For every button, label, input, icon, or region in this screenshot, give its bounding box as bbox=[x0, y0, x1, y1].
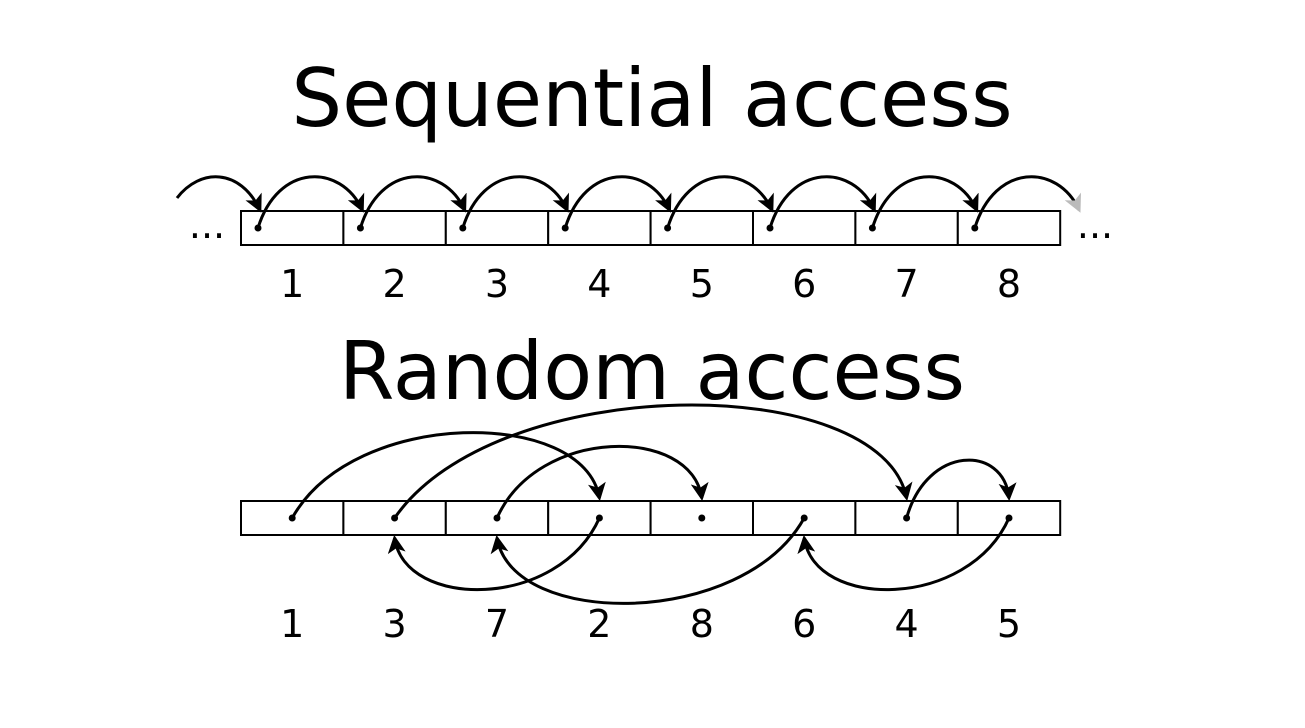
sequential-ellipsis-right: ... bbox=[1077, 203, 1113, 247]
sequential-next-arrow bbox=[768, 175, 877, 229]
random-forward-arrow bbox=[393, 403, 913, 519]
sequential-next-arrow bbox=[461, 175, 569, 229]
random-cell-label: 2 bbox=[587, 602, 611, 646]
random-forward-arrow bbox=[905, 458, 1017, 519]
sequential-next-arrow bbox=[563, 175, 672, 229]
sequential-outgoing-arrow bbox=[973, 175, 1081, 229]
sequential-cell-label: 6 bbox=[792, 262, 816, 306]
random-cell-label: 1 bbox=[280, 602, 304, 646]
sequential-next-arrow bbox=[870, 175, 979, 229]
random-backward-arrow bbox=[387, 517, 601, 592]
sequential-cell-label: 5 bbox=[690, 262, 714, 306]
random-cell-label: 5 bbox=[997, 602, 1021, 646]
random-cell-label: 6 bbox=[792, 602, 816, 646]
sequential-cell-label: 3 bbox=[485, 262, 509, 306]
random-cell-labels: 1 3 7 2 8 6 4 5 bbox=[280, 602, 1021, 646]
random-arrows bbox=[288, 403, 1017, 605]
sequential-incoming-arrow bbox=[175, 175, 262, 213]
sequential-cell bbox=[752, 210, 857, 246]
random-cell-label: 4 bbox=[895, 602, 919, 646]
sequential-cell-label: 2 bbox=[383, 262, 407, 306]
random-cell-label: 7 bbox=[485, 602, 509, 646]
sequential-arrows bbox=[175, 175, 1081, 232]
sequential-access-title: Sequential access bbox=[291, 52, 1012, 145]
sequential-cell-labels: 1 2 3 4 5 6 7 8 bbox=[280, 262, 1021, 306]
random-cells bbox=[240, 500, 1062, 536]
random-cell-label: 3 bbox=[383, 602, 407, 646]
random-backward-arrow bbox=[490, 517, 806, 605]
random-forward-arrow bbox=[290, 431, 606, 519]
sequential-cell-label: 8 bbox=[997, 262, 1021, 306]
random-cell-label: 8 bbox=[690, 602, 714, 646]
random-backward-arrow bbox=[797, 517, 1011, 592]
random-forward-arrow bbox=[495, 444, 709, 519]
random-cell bbox=[240, 500, 345, 536]
sequential-cell-label: 7 bbox=[895, 262, 919, 306]
random-pointer-dot bbox=[698, 514, 706, 522]
sequential-cell-label: 4 bbox=[587, 262, 611, 306]
sequential-cell-label: 1 bbox=[280, 262, 304, 306]
sequential-next-arrow bbox=[666, 175, 774, 229]
sequential-next-arrow bbox=[358, 175, 467, 229]
sequential-ellipsis-left: ... bbox=[189, 203, 225, 247]
sequential-next-arrow bbox=[256, 175, 365, 229]
random-access-title: Random access bbox=[339, 325, 965, 418]
